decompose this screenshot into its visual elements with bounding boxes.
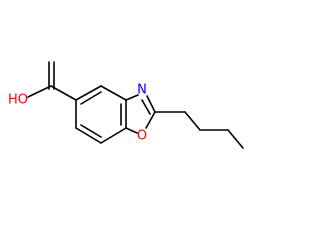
bond-c2-o [145,111,156,129]
bond-butyl-4 [227,129,244,149]
hydroxyl-label: HO [8,93,28,108]
bond-ring-inner-1 [80,91,102,105]
bond-ring-1 [75,85,102,101]
bond-o-c [125,127,138,134]
bond-c-carboxyl [50,85,77,101]
structure-canvas: HO N O [7,61,244,149]
bond-c-oh [27,85,52,98]
bond-n-c2-b [141,99,151,115]
bond-ring-4 [100,127,127,144]
bond-ring-inner-3 [80,124,102,138]
bond-ring-5 [75,127,102,144]
molecule-diagram: HO N O [8,61,244,149]
bond-ring-2 [100,85,127,101]
ring-oxygen-label: O [137,129,147,144]
bond-butyl-2 [184,111,201,131]
nitrogen-label: N [137,83,147,98]
bond-c-n [125,94,139,101]
bond-n-c2-a [146,95,156,113]
